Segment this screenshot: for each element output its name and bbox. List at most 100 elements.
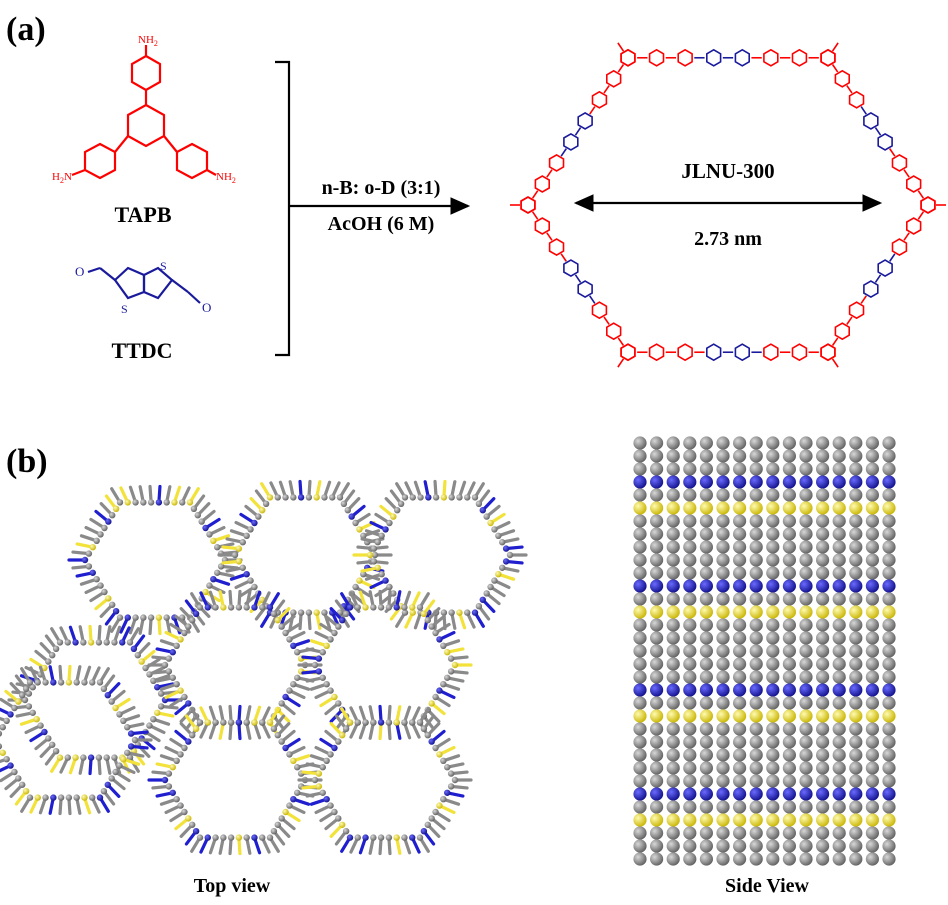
framework-ring: [763, 48, 779, 67]
side-view-atom: [716, 631, 730, 645]
side-view-atom: [849, 527, 863, 541]
pore-wall-atom: [19, 781, 26, 788]
framework-ring: [877, 132, 893, 151]
side-view-atom: [849, 475, 863, 489]
pore-wall-atom: [15, 775, 22, 782]
side-view-atom: [650, 488, 664, 502]
side-view-atom: [865, 709, 880, 723]
side-view-atom: [865, 592, 880, 606]
pore-wall-atom: [432, 808, 439, 816]
side-view-atom: [749, 657, 763, 671]
side-view-atom: [849, 618, 863, 632]
pore-wall-atom: [165, 783, 173, 790]
pore-wall-atom: [177, 751, 184, 758]
framework-bond: [617, 64, 625, 73]
side-view-atom: [650, 787, 664, 801]
side-view-atom: [782, 475, 797, 489]
pore-wall-atom: [52, 645, 60, 653]
ttdc-label: TTDC: [111, 338, 172, 363]
side-view-atom: [766, 813, 780, 827]
side-view-atom: [849, 722, 863, 736]
side-view-atom: [633, 501, 647, 515]
framework-bond: [574, 127, 582, 136]
side-view-atom: [666, 540, 680, 554]
side-view-atom: [865, 657, 880, 671]
side-view-atom: [683, 644, 697, 658]
side-view-atom: [832, 527, 846, 541]
pore-wall-atom: [491, 577, 498, 584]
side-view-atom: [799, 579, 813, 593]
framework-bond: [903, 169, 910, 178]
top-view-caption: Top view: [194, 875, 271, 897]
pore-wall-atom: [366, 551, 374, 559]
pore-wall-atom: [243, 604, 250, 611]
pore-wall-atom: [502, 558, 510, 565]
side-view-atom: [816, 540, 830, 554]
pore-wall-atom: [315, 668, 323, 675]
side-view-atom: [832, 540, 846, 554]
side-view-atom: [882, 436, 896, 450]
pore-wall-atom: [377, 604, 385, 611]
pore-wall-atom: [130, 645, 138, 653]
side-view-atom: [699, 683, 714, 697]
pore-wall-atom: [146, 671, 153, 678]
side-view-atom: [799, 761, 813, 775]
side-view-atom: [699, 761, 714, 775]
side-view-atom: [666, 592, 680, 606]
side-view-atom: [650, 657, 664, 671]
side-view-atom: [650, 709, 664, 723]
side-view-atom: [782, 566, 797, 580]
side-view-atom: [882, 774, 896, 788]
framework-ring: [620, 48, 636, 67]
pore-wall-atom: [262, 500, 270, 508]
pore-wall-atom: [401, 609, 409, 616]
pore-wall-atom: [278, 623, 285, 630]
pore-wall-atom: [266, 494, 274, 501]
side-view-atom: [749, 748, 763, 762]
pore-wall-atom: [206, 582, 213, 589]
pore-wall-atom: [274, 494, 281, 501]
pore-wall-atom: [377, 834, 385, 841]
pore-wall-atom: [204, 834, 211, 841]
side-view-atom: [799, 839, 813, 853]
framework-bond: [846, 85, 853, 94]
side-view-atom: [816, 631, 830, 645]
side-view-atom: [733, 696, 747, 710]
pore-wall-atom: [409, 834, 416, 841]
pore-wall-atom: [138, 658, 145, 665]
side-view-atom: [716, 657, 730, 671]
pore-wall-atom: [45, 735, 52, 742]
pore-wall-atom: [464, 609, 471, 616]
side-view-atom: [699, 696, 714, 710]
pore-wall-atom: [26, 679, 34, 686]
pore-wall-atom: [290, 609, 297, 616]
side-view-atom: [699, 579, 714, 593]
side-view-atom: [832, 475, 846, 489]
side-view-atom: [716, 566, 730, 580]
side-view-atom: [832, 462, 846, 476]
side-view-atom: [733, 501, 747, 515]
side-view-atom: [849, 800, 863, 814]
pore-wall-atom: [323, 757, 330, 765]
side-view-atom: [666, 566, 680, 580]
pore-wall-atom: [290, 680, 297, 688]
pore-wall-atom: [282, 629, 289, 637]
pore-wall-atom: [370, 558, 378, 565]
pore-wall-atom: [323, 795, 330, 803]
side-view-atom: [816, 618, 830, 632]
side-view-atom: [633, 566, 647, 580]
side-view-atom: [716, 709, 730, 723]
pore-wall-atom: [447, 770, 455, 777]
side-view-atom: [832, 826, 846, 840]
pore-wall-atom: [274, 617, 281, 624]
pore-wall-atom: [323, 680, 330, 688]
pore-wall-atom: [294, 649, 301, 656]
side-view-atom: [749, 631, 763, 645]
side-view-atom: [799, 683, 813, 697]
pore-wall-atom: [105, 595, 112, 602]
side-view-atom: [849, 553, 863, 567]
framework-ring: [705, 343, 722, 362]
side-view-atom: [683, 735, 697, 749]
side-view-atom: [650, 644, 664, 658]
pore-wall-atom: [81, 794, 88, 801]
